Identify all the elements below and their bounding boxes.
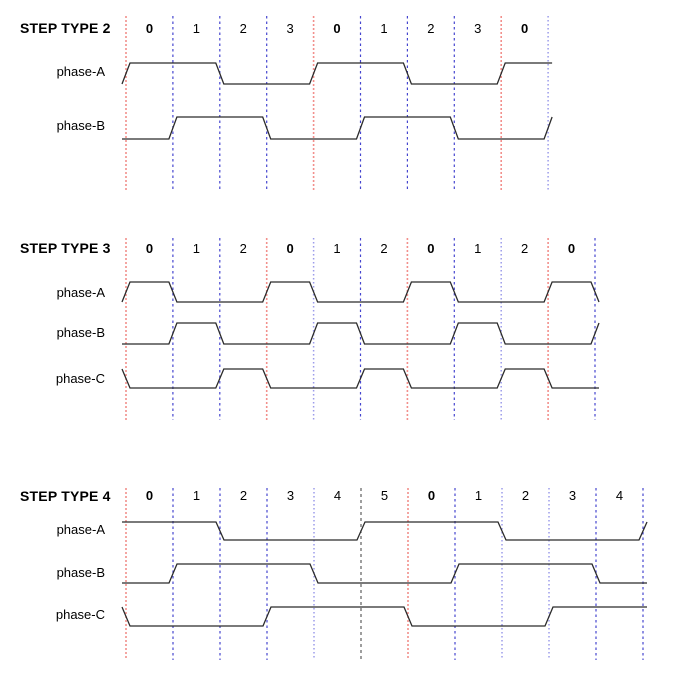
step-number-label: 0: [333, 21, 340, 36]
phase-b-label-type3: phase-B: [56, 325, 105, 340]
step-number-label: 2: [427, 21, 434, 36]
phase-a-label-type3: phase-A: [56, 285, 105, 300]
phase-b-label-type2: phase-B: [56, 118, 105, 133]
step-number-label: 1: [474, 241, 481, 256]
phase-B-waveform: [122, 322, 600, 345]
diagram-title-step-type-4: STEP TYPE 4: [20, 488, 111, 504]
phase-B-waveform: [122, 116, 553, 140]
step-number-label: 0: [146, 241, 153, 256]
step-number-label: 2: [521, 241, 528, 256]
step-number-label: 1: [193, 21, 200, 36]
phase-C-waveform: [121, 368, 599, 389]
step-number-label: 2: [522, 488, 529, 503]
step-number-label: 0: [521, 21, 528, 36]
phase-A-waveform: [121, 281, 600, 303]
phase-C-waveform: [121, 606, 647, 627]
step-number-label: 3: [287, 21, 294, 36]
step-number-label: 5: [381, 488, 388, 503]
step-number-label: 0: [146, 21, 153, 36]
step-number-label: 2: [240, 21, 247, 36]
step-number-label: 1: [380, 21, 387, 36]
diagram-title-step-type-3: STEP TYPE 3: [20, 240, 111, 256]
step-number-label: 1: [193, 241, 200, 256]
phase-b-label-type4: phase-B: [56, 565, 105, 580]
step-number-label: 3: [474, 21, 481, 36]
step-number-label: 2: [240, 241, 247, 256]
step-number-label: 3: [569, 488, 576, 503]
phase-A-waveform: [121, 62, 553, 85]
step-number-label: 0: [568, 241, 575, 256]
step-number-label: 4: [616, 488, 623, 503]
phase-a-label-type4: phase-A: [56, 522, 105, 537]
phase-a-label-type2: phase-A: [56, 64, 105, 79]
step-number-label: 3: [287, 488, 294, 503]
step-number-label: 0: [287, 241, 294, 256]
step-number-label: 1: [475, 488, 482, 503]
step-number-label: 1: [333, 241, 340, 256]
phase-c-label-type3: phase-C: [55, 371, 105, 386]
diagram-title-step-type-2: STEP TYPE 2: [20, 20, 111, 36]
step-number-label: 2: [240, 488, 247, 503]
step-number-label: 0: [146, 488, 153, 503]
step-number-label: 0: [428, 488, 435, 503]
phase-B-waveform: [122, 563, 647, 584]
step-number-label: 1: [193, 488, 200, 503]
step-number-label: 2: [380, 241, 387, 256]
phase-c-label-type4: phase-C: [55, 607, 105, 622]
step-number-label: 4: [334, 488, 341, 503]
phase-A-waveform: [122, 521, 648, 541]
step-number-label: 0: [427, 241, 434, 256]
